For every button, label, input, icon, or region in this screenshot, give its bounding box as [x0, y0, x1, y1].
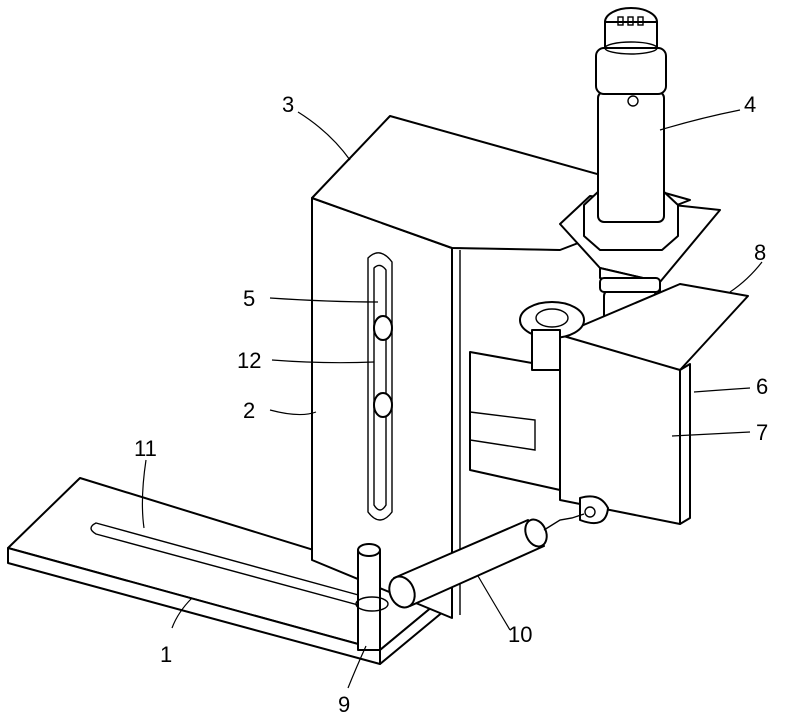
callout-11: 11: [134, 436, 157, 461]
callout-2: 2: [243, 398, 255, 423]
callout-7: 7: [756, 420, 768, 445]
callout-12: 12: [237, 348, 261, 373]
callout-4: 4: [744, 92, 756, 117]
callout-6: 6: [756, 374, 768, 399]
slide-plate: [470, 284, 748, 524]
bolt-lower: [374, 393, 392, 417]
bolt-upper: [374, 316, 392, 340]
callout-5: 5: [243, 286, 255, 311]
callout-10: 10: [508, 622, 532, 647]
callout-3: 3: [282, 92, 294, 117]
callout-1: 1: [160, 642, 172, 667]
callout-8: 8: [754, 240, 766, 265]
callout-9: 9: [338, 692, 350, 717]
